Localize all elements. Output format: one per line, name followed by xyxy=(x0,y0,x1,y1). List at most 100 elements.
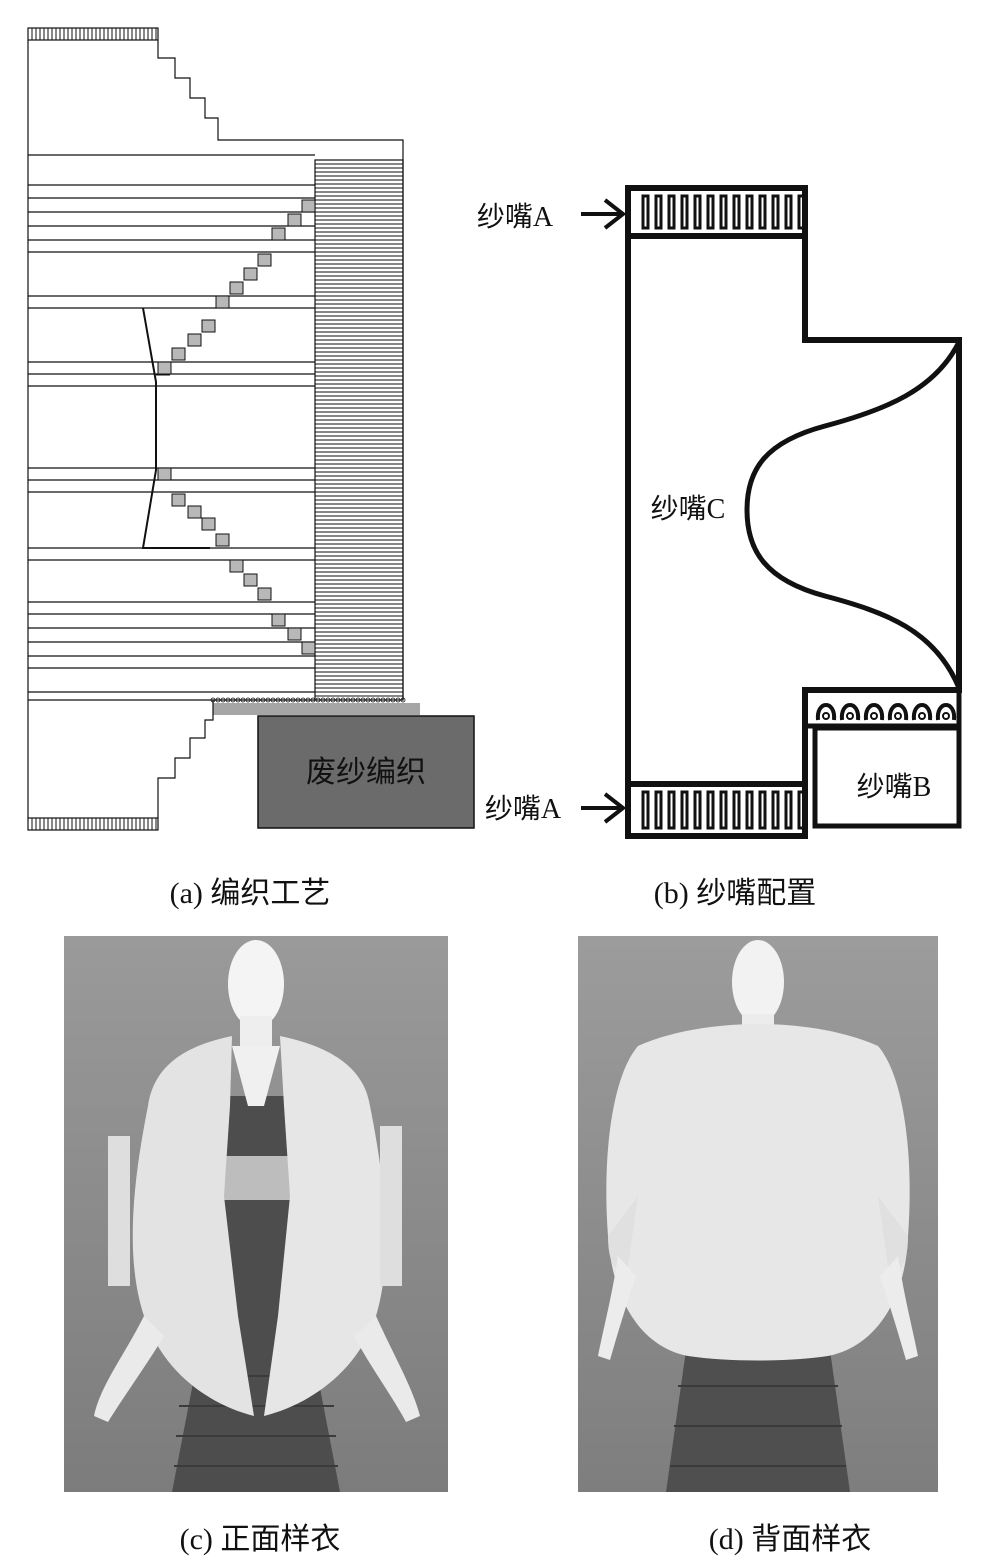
step-cell xyxy=(171,347,186,361)
rib-stripe xyxy=(797,194,806,230)
rib-stripe xyxy=(771,194,780,230)
step-cell xyxy=(271,227,286,241)
rib-stripe xyxy=(784,194,793,230)
carrier-a-bottom-label: 纱嘴A xyxy=(485,793,562,825)
carrier-b-box xyxy=(812,725,962,829)
back-sample-photo xyxy=(578,936,938,1492)
rib-stripe xyxy=(771,790,780,830)
loop-mark xyxy=(365,697,371,703)
loop-mark xyxy=(235,697,241,703)
rib-stripe xyxy=(667,194,676,230)
loop-mark xyxy=(250,697,256,703)
rib-stripe xyxy=(719,790,728,830)
loop-mark xyxy=(255,697,261,703)
loop-mark xyxy=(335,697,341,703)
step-cell xyxy=(271,613,286,627)
loop-mark xyxy=(210,697,216,703)
sleeve-curve xyxy=(744,340,962,689)
upper-shoulder-steps xyxy=(157,40,404,700)
loop-mark xyxy=(285,697,291,703)
rib-stripe xyxy=(654,790,663,830)
rib-stripe xyxy=(732,194,741,230)
lower-shoulder-steps-right xyxy=(157,700,214,818)
front-sample-photo xyxy=(64,936,448,1492)
step-cell xyxy=(243,573,258,587)
loop-icon xyxy=(863,703,885,721)
step-cell xyxy=(229,281,244,295)
step-cell xyxy=(215,295,230,309)
shaping-steps xyxy=(156,199,316,655)
rib-stripe xyxy=(732,790,741,830)
step-cell xyxy=(229,559,244,573)
loop-icon xyxy=(887,703,909,721)
loop-mark xyxy=(395,697,401,703)
arrow-icon xyxy=(581,792,627,824)
rib-stripe xyxy=(797,790,806,830)
loop-mark xyxy=(350,697,356,703)
step-cell xyxy=(301,641,316,655)
loop-mark xyxy=(370,697,376,703)
pocket-outline xyxy=(141,307,210,549)
step-cell xyxy=(157,467,172,481)
loop-mark xyxy=(325,697,331,703)
rib-stripe xyxy=(641,194,650,230)
loop-mark xyxy=(280,697,286,703)
loop-mark xyxy=(360,697,366,703)
loop-dot xyxy=(870,712,878,720)
rib-stripe xyxy=(680,790,689,830)
step-cell xyxy=(257,253,272,267)
rib-stripe xyxy=(706,790,715,830)
loop-mark xyxy=(295,697,301,703)
top-rib-band xyxy=(27,27,159,831)
loop-mark xyxy=(315,697,321,703)
rib-stripe xyxy=(719,194,728,230)
loop-mark xyxy=(330,697,336,703)
step-cell xyxy=(301,199,316,213)
waste-yarn-block xyxy=(257,715,475,829)
rib-stripe xyxy=(693,194,702,230)
step-cell xyxy=(257,587,272,601)
rib-stripe xyxy=(680,194,689,230)
loop-icon xyxy=(839,703,861,721)
loop-band xyxy=(815,703,957,721)
loop-dot xyxy=(822,712,830,720)
loop-dot xyxy=(942,712,950,720)
loop-mark xyxy=(270,697,276,703)
loop-mark xyxy=(245,697,251,703)
loop-dot xyxy=(894,712,902,720)
waste-yarn-label: 废纱编织 xyxy=(306,756,426,789)
rib-stripe xyxy=(667,790,676,830)
rib-stripe xyxy=(654,194,663,230)
loop-mark xyxy=(320,697,326,703)
loop-mark xyxy=(400,697,406,703)
loop-mark xyxy=(300,697,306,703)
step-cell xyxy=(215,533,230,547)
step-cell xyxy=(157,361,172,375)
caption-d: (d) 背面样衣 xyxy=(708,1523,872,1556)
loop-mark xyxy=(390,697,396,703)
rib-stripe xyxy=(758,790,767,830)
yarn-carrier-diagram: 纱嘴B 纱嘴C 纱嘴A 纱嘴A xyxy=(477,185,962,839)
loop-mark xyxy=(380,697,386,703)
loop-icon xyxy=(815,703,837,721)
rib-stripe xyxy=(784,790,793,830)
step-cell xyxy=(187,333,202,347)
knitting-process-diagram: 废纱编织 xyxy=(0,0,500,850)
carrier-b-label: 纱嘴B xyxy=(857,771,932,803)
rib-stripe xyxy=(745,194,754,230)
loop-mark xyxy=(275,697,281,703)
loop-dot xyxy=(918,712,926,720)
loop-band-box xyxy=(802,687,962,729)
rib-stripe xyxy=(706,194,715,230)
loop-mark xyxy=(385,697,391,703)
loop-mark xyxy=(305,697,311,703)
carrier-c-label: 纱嘴C xyxy=(651,493,726,525)
step-cell xyxy=(287,627,302,641)
bottom-rib-stripes xyxy=(641,790,806,830)
rib-stripe xyxy=(745,790,754,830)
loop-mark xyxy=(345,697,351,703)
step-cell xyxy=(201,517,216,531)
loop-mark xyxy=(260,697,266,703)
loop-mark xyxy=(355,697,361,703)
loop-mark xyxy=(310,697,316,703)
